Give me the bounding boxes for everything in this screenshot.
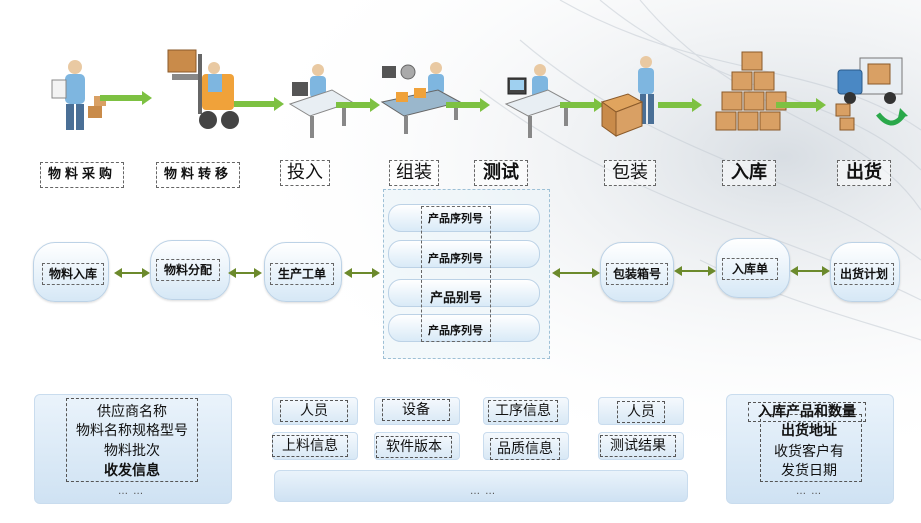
serial-pill-3 <box>388 314 540 342</box>
link-arrow <box>228 268 262 278</box>
flow-arrow <box>446 98 490 112</box>
shipping-date: 发货日期 <box>781 463 837 479</box>
test-result: 测试结果 <box>600 435 676 457</box>
worker-clipboard-icon <box>51 60 106 130</box>
box-number-bubble <box>600 242 674 302</box>
stage-label-packing: 包装 <box>604 160 656 186</box>
box-stack-icon <box>715 51 787 131</box>
process-info-panel <box>274 470 688 502</box>
flow-arrow <box>234 97 284 111</box>
box-number-label: 包装箱号 <box>606 263 668 285</box>
forklift-icon <box>167 49 239 129</box>
inbound-slip-label: 入库单 <box>722 258 778 280</box>
material-distribution-label: 物料分配 <box>156 259 220 281</box>
cell-bg <box>272 397 358 425</box>
link-arrow <box>674 266 716 276</box>
equipment: 设备 <box>382 399 450 421</box>
cell-bg <box>272 432 358 460</box>
product-id-label: 产品别号 <box>430 291 483 306</box>
workstation-icon <box>288 64 354 138</box>
shipping-plan-label: 出货计划 <box>834 263 894 285</box>
personnel-1: 人员 <box>280 400 348 422</box>
packing-icon <box>600 56 654 137</box>
serial-label-3: 产品序列号 <box>428 324 483 337</box>
shipping-address: 出货地址 <box>781 423 837 439</box>
product-id-pill <box>388 279 540 307</box>
process-more: … … <box>470 486 497 497</box>
material-inbound-bubble <box>33 242 109 302</box>
software-version: 软件版本 <box>376 436 452 458</box>
stage-label-purchase: 物料采购 <box>40 162 124 188</box>
material-distribution-bubble <box>150 240 230 300</box>
shipping-info-panel <box>726 394 894 504</box>
stage-label-shipping: 出货 <box>837 160 891 186</box>
material-inbound-label: 物料入库 <box>42 263 104 285</box>
link-arrow <box>114 268 150 278</box>
cell-bg <box>483 432 569 460</box>
serial-label-1: 产品序列号 <box>428 212 483 225</box>
flow-arrow <box>776 98 826 112</box>
material-spec: 物料名称规格型号 <box>76 423 188 439</box>
work-order-bubble <box>264 242 342 302</box>
cell-bg <box>598 432 684 460</box>
stage-label-input: 投入 <box>280 160 330 186</box>
supplier-info-panel <box>34 394 232 504</box>
stage-label-test: 测试 <box>474 160 528 186</box>
serial-label-2: 产品序列号 <box>428 252 483 265</box>
link-arrow <box>552 268 600 278</box>
link-arrow <box>790 266 830 276</box>
feeding-info: 上料信息 <box>272 435 348 457</box>
supplier-name: 供应商名称 <box>97 404 167 420</box>
serial-pill-2 <box>388 240 540 268</box>
flow-arrow <box>100 91 152 105</box>
supplier-info-frame <box>66 398 198 482</box>
shipping-more: … … <box>796 486 823 497</box>
stage-label-warehousing: 入库 <box>722 160 776 186</box>
quality-info: 品质信息 <box>490 438 560 460</box>
shipping-info-frame <box>760 414 862 482</box>
assembly-line-icon <box>380 62 462 134</box>
flow-arrow <box>336 98 380 112</box>
serial-pill-1 <box>388 204 540 232</box>
serial-dash-frame <box>421 206 491 342</box>
delivery-truck-icon <box>835 57 908 131</box>
personnel-2: 人员 <box>617 401 665 423</box>
test-station-icon <box>504 64 572 138</box>
cell-bg <box>483 397 569 425</box>
shipping-plan-bubble <box>830 242 900 302</box>
stage-label-transfer: 物料转移 <box>156 162 240 188</box>
inbound-products: 入库产品和数量 <box>748 402 866 422</box>
flow-arrow <box>560 98 604 112</box>
stage-label-assembly: 组装 <box>389 160 439 186</box>
transfer-info: 收发信息 <box>104 463 160 479</box>
process-info: 工序信息 <box>488 400 558 422</box>
link-arrow <box>344 268 380 278</box>
flow-arrow <box>658 98 702 112</box>
supplier-more: … … <box>118 486 145 497</box>
material-batch: 物料批次 <box>104 443 160 459</box>
work-order-label: 生产工单 <box>270 263 334 285</box>
receiving-customer: 收货客户有 <box>774 444 844 460</box>
